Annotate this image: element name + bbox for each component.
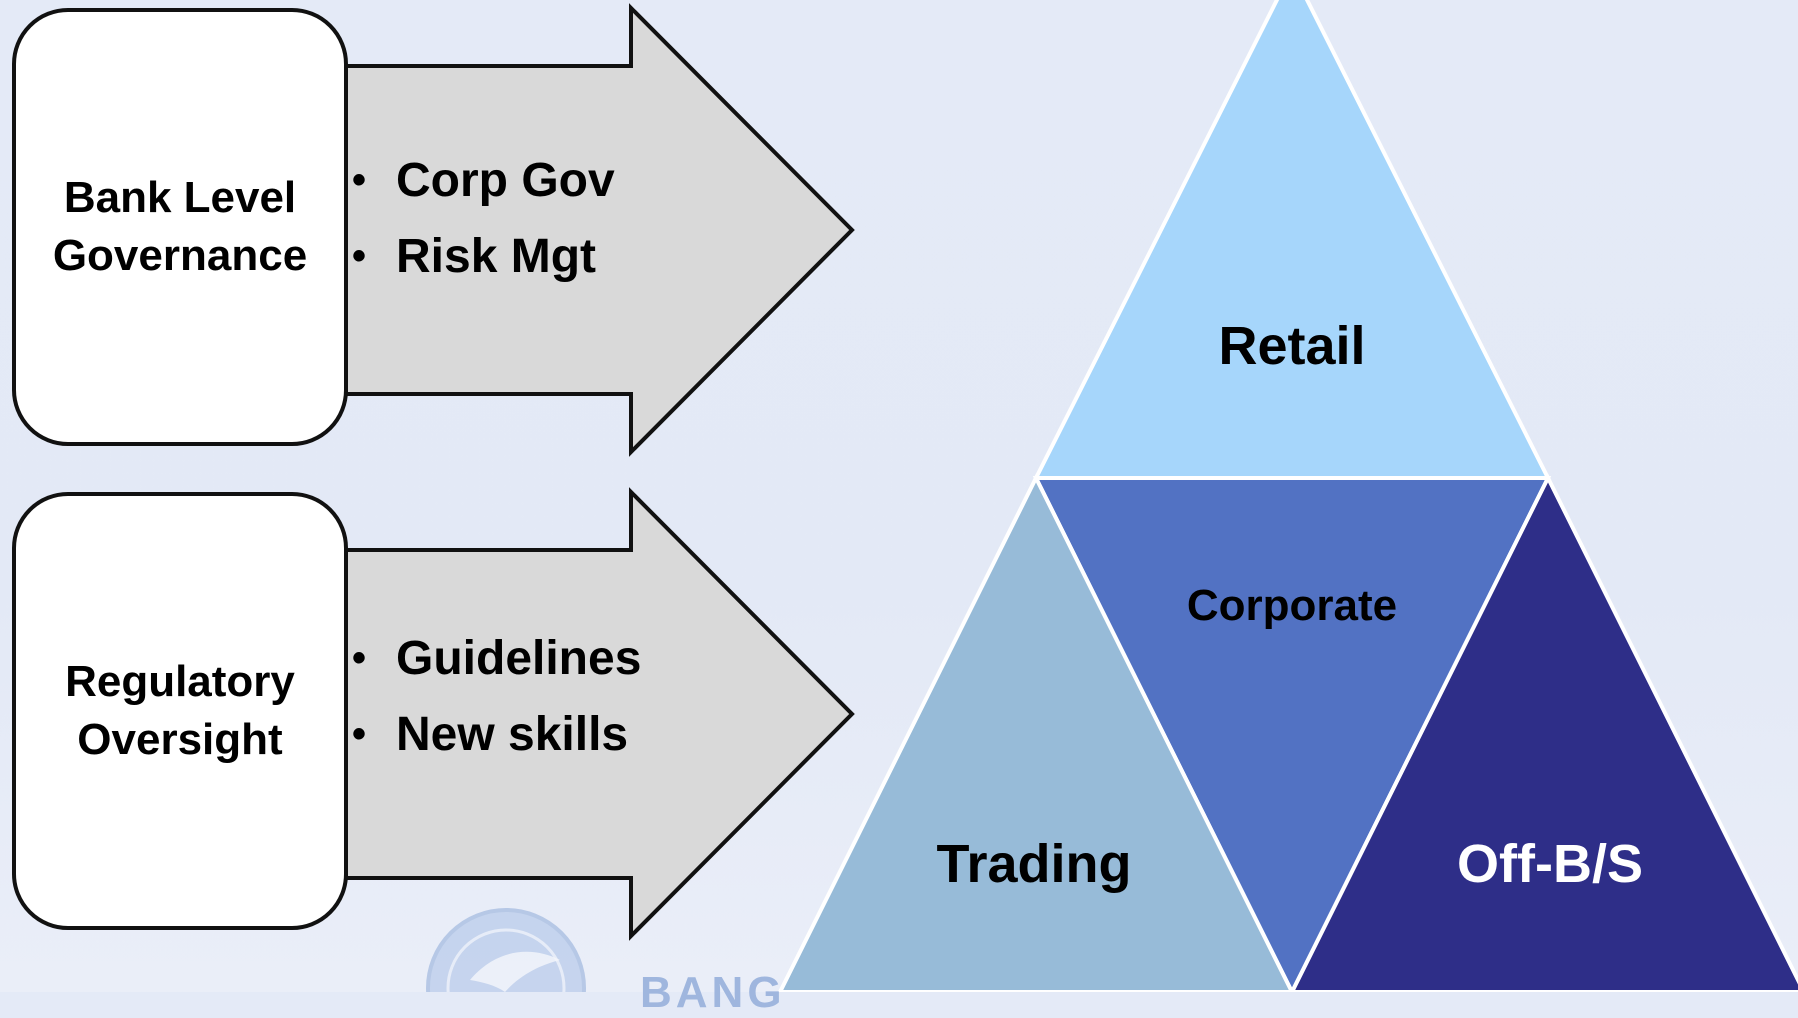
- oversight-bullet-2: New skills: [396, 707, 629, 761]
- governance-bullet-1: Corp Gov: [396, 153, 615, 207]
- governance-title-line2: Governance: [52, 231, 308, 280]
- governance-bullet-2: Risk Mgt: [396, 229, 597, 283]
- pyramid-label-trading: Trading: [936, 834, 1131, 894]
- list-item: • Corp Gov: [352, 142, 615, 218]
- watermark-bank-name: BANG: [640, 968, 786, 1017]
- bullet-icon: •: [352, 635, 367, 680]
- watermark-seal: [426, 908, 586, 992]
- bullet-icon: •: [352, 711, 367, 756]
- pyramid-label-offbs: Off-B/S: [1457, 834, 1643, 894]
- oversight-box: Regulatory Oversight: [12, 492, 348, 930]
- pyramid-offbs-segment: [1289, 473, 1798, 992]
- oversight-bullet-1: Guidelines: [396, 631, 642, 685]
- governance-box: Bank Level Governance: [12, 8, 348, 446]
- oversight-title-line1: Regulatory: [65, 657, 295, 706]
- oversight-title-line2: Oversight: [77, 715, 283, 764]
- governance-arrow: [344, 3, 855, 457]
- pyramid-label-corporate: Corporate: [1187, 581, 1397, 630]
- pyramid-label-retail: Retail: [1218, 316, 1365, 376]
- bullet-icon: •: [352, 157, 367, 202]
- pyramid-trading-segment: [777, 473, 1295, 992]
- pyramid-retail-segment: [1032, 0, 1552, 480]
- business-pyramid: [777, 0, 1798, 992]
- governance-title-line1: Bank Level: [63, 173, 297, 222]
- diagram-canvas: Retail Corporate Trading Off-B/S: [344, 0, 1798, 992]
- governance-bullet-list: • Corp Gov • Risk Mgt: [352, 142, 615, 294]
- list-item: • New skills: [352, 696, 641, 772]
- bullet-icon: •: [352, 233, 367, 278]
- oversight-arrow: [344, 487, 855, 941]
- list-item: • Guidelines: [352, 620, 642, 696]
- oversight-bullet-list: • Guidelines • New skills: [352, 620, 642, 772]
- list-item: • Risk Mgt: [352, 218, 615, 294]
